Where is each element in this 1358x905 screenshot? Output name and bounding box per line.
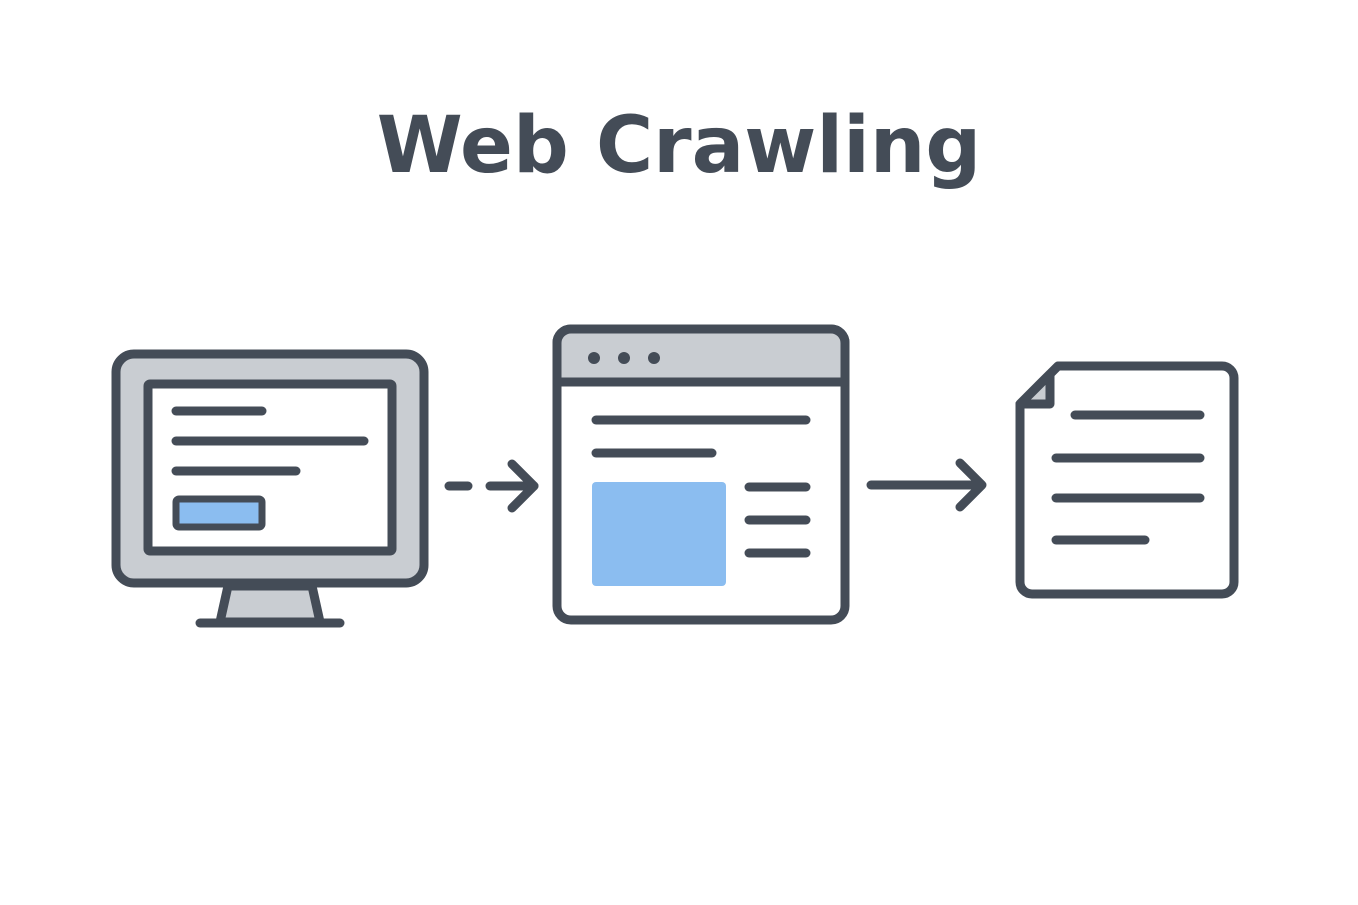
computer-monitor-icon: [111, 349, 429, 628]
arrow-head: [507, 459, 539, 513]
solid-arrow-icon: [866, 458, 987, 512]
browser-dot-icon: [648, 352, 660, 364]
browser-window-icon: [552, 324, 850, 625]
browser-image-placeholder: [592, 482, 726, 586]
browser-dot-icon: [618, 352, 630, 364]
dashed-arrow-icon: [444, 459, 539, 513]
browser-dot-icon: [588, 352, 600, 364]
monitor-stand: [215, 581, 325, 627]
document-icon: [1015, 361, 1239, 599]
arrow-head: [955, 458, 987, 512]
monitor-screen-button: [172, 495, 266, 531]
browser-title-bar: [552, 324, 850, 387]
document-fold-edge: [1015, 361, 1063, 409]
page-title: Web Crawling: [376, 101, 982, 191]
